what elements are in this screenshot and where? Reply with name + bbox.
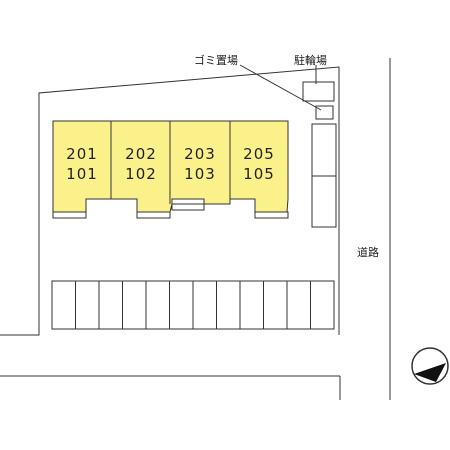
- parking-space: [192, 280, 217, 330]
- garbage-leader: [239, 64, 322, 111]
- entrance-strip-1: [52, 211, 87, 219]
- unit-bottom-101: 101: [66, 165, 98, 183]
- compass-icon: [411, 347, 449, 385]
- unit-top-203: 203: [184, 145, 216, 163]
- entrance-strip-3: [171, 203, 205, 211]
- bicycle-parking: [302, 81, 337, 228]
- unit-top-205: 205: [243, 145, 275, 163]
- unit-labels: 201 101 202 102 203 103 205 105: [66, 145, 275, 183]
- road-lines: [0, 58, 391, 400]
- parking-space: [169, 280, 194, 330]
- unit-bottom-102: 102: [125, 165, 157, 183]
- parking-space: [263, 280, 288, 330]
- bicycle-label: 駐輪場: [294, 53, 327, 67]
- parking-space: [145, 280, 170, 330]
- parking-space: [239, 280, 264, 330]
- garbage-area-box: [315, 105, 334, 120]
- bicycle-parking-box: [302, 81, 335, 102]
- lot-boundary: [0, 66, 340, 336]
- entrance-strip-2: [136, 211, 171, 219]
- parking-space: [286, 280, 311, 330]
- unit-top-202: 202: [125, 145, 157, 163]
- unit-top-201: 201: [66, 145, 98, 163]
- unit-bottom-103: 103: [184, 165, 216, 183]
- parking-space: [122, 280, 147, 330]
- parking-space: [98, 280, 123, 330]
- road-label: 道路: [357, 245, 379, 259]
- parking-space: [75, 280, 100, 330]
- leader-lines: [239, 64, 322, 111]
- garbage-label: ゴミ置場: [194, 53, 238, 67]
- parking-space: [51, 280, 76, 330]
- parking-space: [216, 280, 241, 330]
- parking-space: [310, 280, 335, 330]
- entrance-strip-4: [254, 211, 289, 219]
- parking-lot: [51, 280, 335, 330]
- apartment-building: [52, 120, 289, 219]
- unit-bottom-105: 105: [243, 165, 275, 183]
